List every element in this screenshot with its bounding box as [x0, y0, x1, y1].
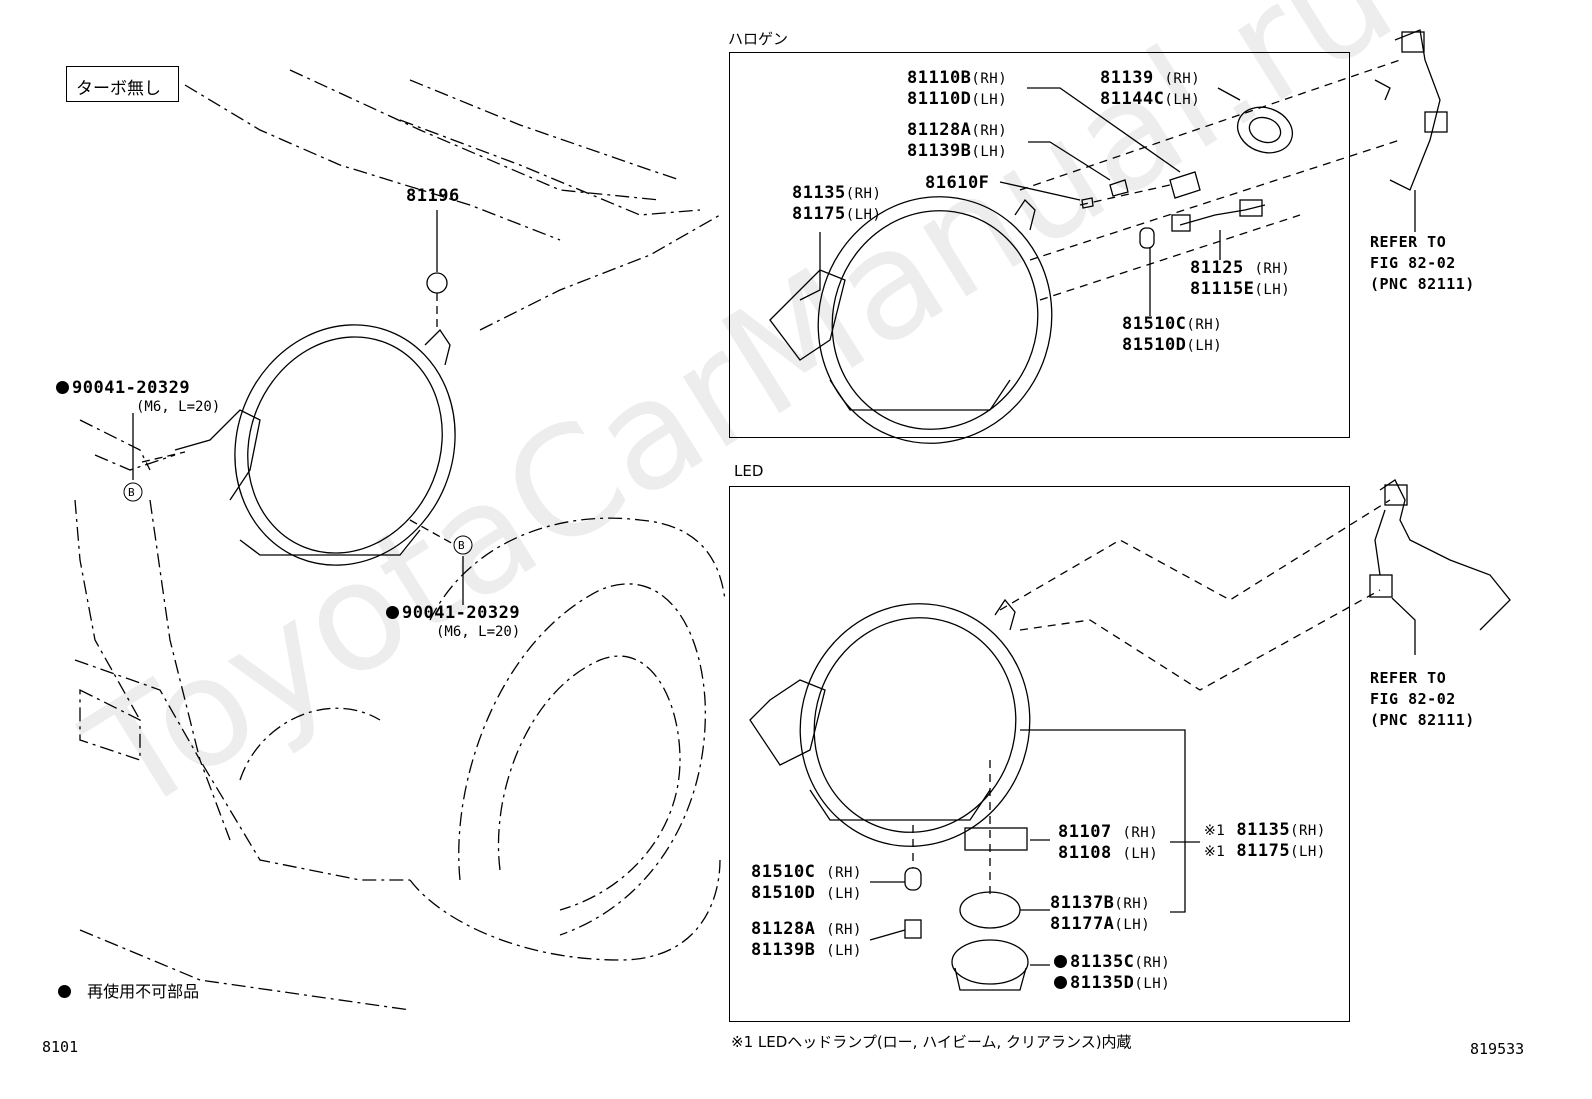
part-81125[interactable]: 81125 (RH) 81115E(LH)	[1190, 258, 1291, 299]
part-81510-halogen[interactable]: 81510C(RH) 81510D(LH)	[1122, 314, 1223, 355]
part-81128-halogen[interactable]: 81128A(RH) 81139B(LH)	[907, 120, 1008, 161]
halogen-headlamp-drawing	[769, 29, 1448, 444]
vehicle-body-outline	[74, 69, 726, 1011]
marker-b-bottom: B	[458, 539, 465, 552]
led-footnote: ※1 LEDヘッドランプ(ロー, ハイビーム, クリアランス)内蔵	[731, 1033, 1132, 1051]
part-81110[interactable]: 81110B(RH) 81110D(LH)	[907, 68, 1008, 109]
part-81135-led[interactable]: ※1 81135(RH) ※1 81175(LH)	[1204, 820, 1326, 861]
part-81196[interactable]: 81196	[406, 186, 460, 206]
refer-fig-led[interactable]: REFER TO FIG 82-02 (PNC 82111)	[1370, 669, 1475, 729]
halogen-title: ハロゲン	[728, 30, 789, 48]
bolt-bottom-spec: (M6, L=20)	[436, 624, 521, 640]
part-81610f[interactable]: 81610F	[925, 173, 990, 193]
led-title: LED	[734, 462, 764, 480]
part-81135-halogen[interactable]: 81135(RH) 81175(LH)	[792, 183, 882, 224]
non-reusable-dot-icon	[58, 985, 71, 998]
page-code: 8101	[42, 1038, 79, 1056]
marker-b-top: B	[128, 486, 135, 499]
refer-fig-halogen[interactable]: REFER TO FIG 82-02 (PNC 82111)	[1370, 233, 1475, 293]
bolt-top-label[interactable]: 90041-20329	[56, 378, 190, 398]
left-headlamp-drawing	[141, 272, 456, 566]
part-81137[interactable]: 81137B(RH) 81177A(LH)	[1050, 893, 1151, 934]
legend-non-reusable: 再使用不可部品	[58, 978, 199, 1002]
figure-code: 819533	[1470, 1040, 1525, 1058]
part-81107[interactable]: 81107 (RH) 81108 (LH)	[1058, 822, 1159, 863]
halogen-box	[729, 52, 1350, 438]
led-box	[729, 486, 1350, 1022]
part-81510-led[interactable]: 81510C (RH) 81510D (LH)	[751, 862, 862, 903]
part-81135c[interactable]: 81135C(RH) 81135D(LH)	[1054, 952, 1170, 994]
part-81128-led[interactable]: 81128A (RH) 81139B (LH)	[751, 919, 862, 960]
non-reusable-dot-icon	[386, 606, 399, 619]
bolt-top-spec: (M6, L=20)	[136, 399, 221, 415]
non-reusable-dot-icon	[56, 381, 69, 394]
led-headlamp-drawing	[749, 479, 1511, 991]
non-reusable-dot-icon	[1054, 976, 1067, 989]
turbo-none-label: ターボ無し	[76, 79, 161, 99]
bolt-bottom-label[interactable]: 90041-20329	[386, 603, 520, 623]
non-reusable-dot-icon	[1054, 955, 1067, 968]
part-81139[interactable]: 81139 (RH) 81144C(LH)	[1100, 68, 1201, 109]
turbo-none-label-box	[66, 66, 179, 102]
